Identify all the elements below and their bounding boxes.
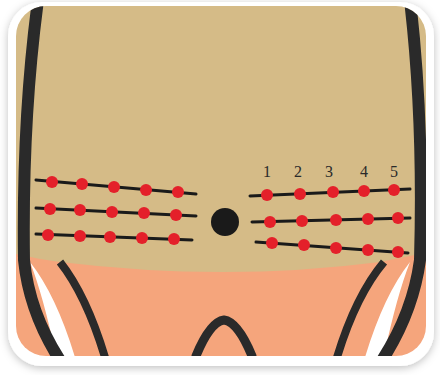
injection-point bbox=[44, 203, 56, 215]
injection-point bbox=[76, 178, 88, 190]
nose-outline bbox=[196, 320, 252, 356]
injection-point bbox=[327, 186, 339, 198]
injection-lines bbox=[36, 180, 410, 253]
injection-points bbox=[42, 176, 404, 258]
injection-point bbox=[362, 213, 374, 225]
face-outline-right bbox=[372, 6, 421, 356]
injection-point bbox=[140, 184, 152, 196]
injection-point bbox=[172, 186, 184, 198]
injection-point bbox=[46, 176, 58, 188]
injection-point bbox=[388, 184, 400, 196]
injection-point bbox=[392, 212, 404, 224]
injection-point bbox=[261, 189, 273, 201]
injection-point bbox=[296, 215, 308, 227]
injection-point bbox=[74, 204, 86, 216]
injection-point bbox=[298, 239, 310, 251]
injection-point bbox=[138, 207, 150, 219]
injection-point bbox=[392, 246, 404, 258]
injection-line bbox=[36, 180, 196, 194]
callout-number: 1 bbox=[263, 164, 271, 180]
callout-number: 2 bbox=[294, 164, 302, 180]
callout-number: 4 bbox=[360, 164, 368, 180]
injection-point bbox=[74, 230, 86, 242]
injection-point bbox=[330, 214, 342, 226]
injection-point bbox=[108, 181, 120, 193]
eye-outline-right bbox=[332, 262, 384, 356]
injection-line bbox=[256, 242, 408, 253]
forehead-skin bbox=[16, 6, 426, 272]
glabella-point bbox=[211, 208, 239, 236]
injection-point bbox=[106, 206, 118, 218]
callout-number: 5 bbox=[390, 164, 398, 180]
injection-point bbox=[264, 216, 276, 228]
face-white bbox=[16, 6, 426, 356]
injection-point bbox=[170, 209, 182, 221]
injection-point bbox=[104, 231, 116, 243]
injection-point bbox=[294, 188, 306, 200]
eye-outline-left bbox=[60, 262, 110, 356]
face bbox=[16, 6, 426, 356]
injection-point bbox=[358, 185, 370, 197]
injection-point bbox=[362, 244, 374, 256]
injection-point bbox=[136, 232, 148, 244]
injection-point bbox=[42, 229, 54, 241]
injection-point bbox=[266, 237, 278, 249]
callout-number: 3 bbox=[325, 164, 333, 180]
injection-point bbox=[330, 242, 342, 254]
injection-point bbox=[168, 233, 180, 245]
